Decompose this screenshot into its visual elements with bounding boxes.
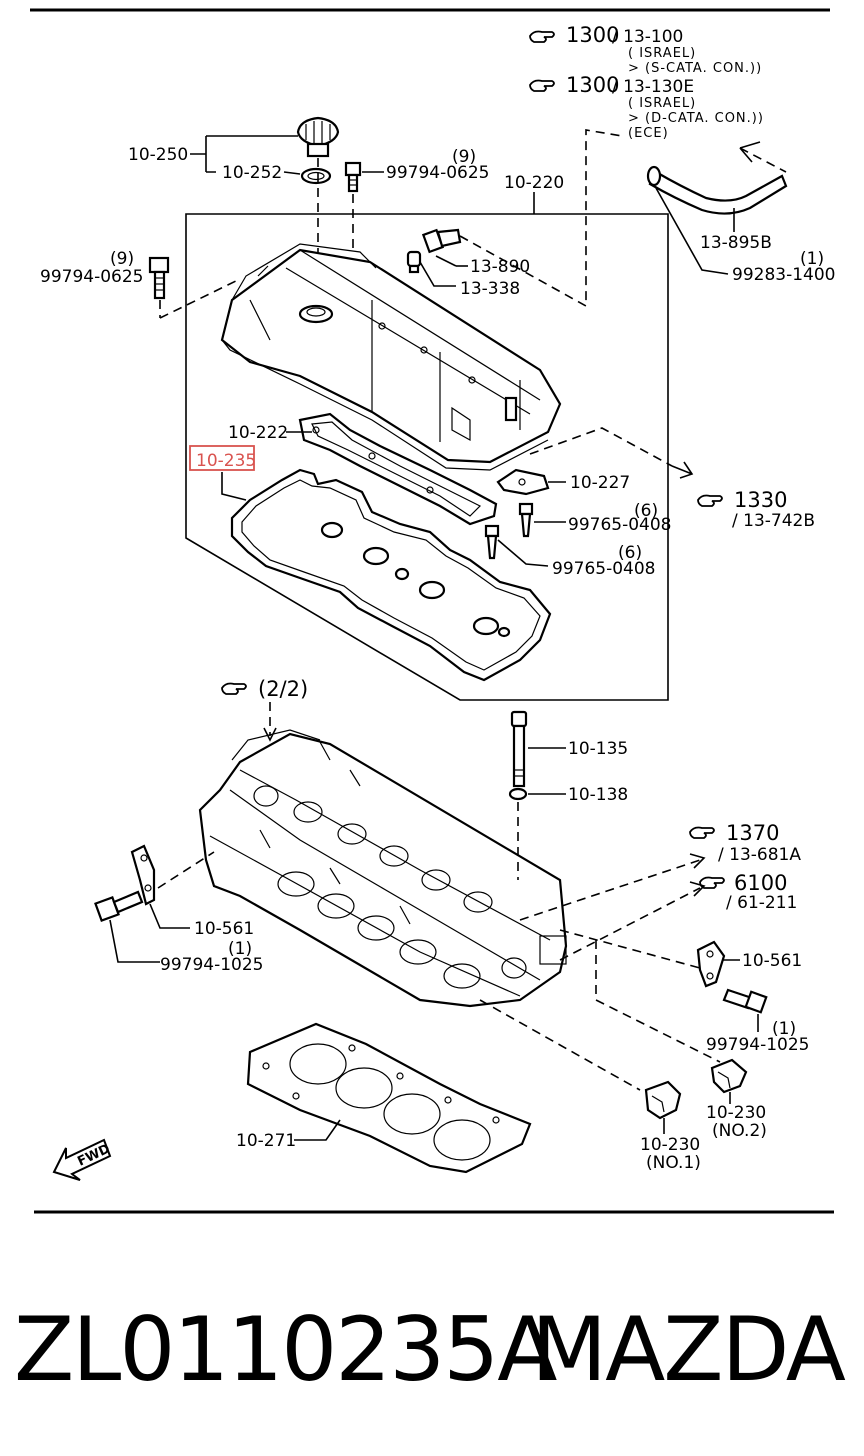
bolt-hanger-left [94,890,144,922]
part-number: ZL0110235A [14,1298,557,1401]
qty-9-top: (9) [452,147,476,167]
label-10-252: 10-252 [222,163,282,183]
label-13-895b: 13-895B [700,233,772,253]
pcv-valve [421,228,462,254]
pointer-icon [221,682,247,695]
screw-b [484,524,500,560]
ref-6100: 6100 [734,871,787,895]
label-13-338: 13-338 [460,279,520,299]
label-99794-0625-left: 99794-0625 [40,267,143,287]
ref-1300-b-code: / 13-130E [612,77,694,97]
ref-1300-a-code: / 13-100 [612,27,683,47]
label-no2: (NO.2) [712,1121,767,1141]
head-cover-gasket-10-235 [230,468,552,682]
label-10-227: 10-227 [570,473,630,493]
ref-1300-b-note-3: (ECE) [628,126,669,141]
qty-1-clip: (1) [800,249,824,269]
label-99794-0625-top: 99794-0625 [386,163,489,183]
qty-6-a: (6) [634,501,658,521]
brand-name: MAZDA [531,1298,846,1401]
ref-1300-b-note-2: > (D-CATA. CON.)) [628,111,764,126]
bearing-cap-no1 [644,1080,682,1120]
pointer-icon [529,30,555,43]
label-10-220: 10-220 [504,173,564,193]
oil-filler-cap [296,116,340,158]
ref-1330-code: / 13-742B [732,511,815,531]
label-10-271: 10-271 [236,1131,296,1151]
highlight-box [189,445,255,471]
engine-hanger-right [696,940,726,988]
ref-6100-code: / 61-211 [726,893,797,913]
ventilation-hose [646,165,788,215]
qty-9-left: (9) [110,249,134,269]
label-99765-0408-b: 99765-0408 [552,559,655,579]
label-99794-1025-right: 99794-1025 [706,1035,809,1055]
pointer-icon [689,826,715,839]
cylinder-head-cover [220,243,562,471]
label-no1: (NO.1) [646,1153,701,1173]
ref-2-2: (2/2) [258,677,308,701]
label-10-561-right: 10-561 [742,951,802,971]
head-gasket [246,1022,532,1174]
ref-1300-b: 1300 [566,73,619,97]
head-bolt [510,710,528,788]
ref-1370-code: / 13-681A [718,845,801,865]
bracket-10-227 [496,468,550,496]
bolt-left [148,256,170,300]
pointer-icon [529,79,555,92]
bearing-cap-no2 [710,1058,748,1094]
cylinder-head [198,729,568,1008]
label-99283-1400: 99283-1400 [732,265,835,285]
screw-a [518,502,534,538]
label-10-561-left: 10-561 [194,919,254,939]
label-13-890: 13-890 [470,257,530,277]
label-10-138: 10-138 [568,785,628,805]
ref-1370: 1370 [726,821,779,845]
qty-6-b: (6) [618,543,642,563]
ref-1300-a-note-1: ( ISRAEL) [628,46,696,61]
label-10-222: 10-222 [228,423,288,443]
label-99765-0408-a: 99765-0408 [568,515,671,535]
engine-hanger-left [130,844,156,906]
qty-1-right: (1) [772,1019,796,1039]
ref-1300-a-note-2: > (S-CATA. CON.)) [628,61,762,76]
grommet [406,250,422,274]
head-cover-gasket-10-222 [298,412,498,526]
bolt-top [344,161,362,193]
label-10-230-no2: 10-230 [706,1103,766,1123]
label-10-230-no1: 10-230 [640,1135,700,1155]
head-cover-frame [185,213,669,701]
forward-arrow-icon: FWD [52,1138,113,1181]
filler-cap-gasket [300,167,332,185]
qty-1-left: (1) [228,939,252,959]
bolt-hanger-right [722,988,768,1014]
ref-1330: 1330 [734,488,787,512]
pointer-icon [697,494,723,507]
footer: ZL0110235A MAZDA [0,1290,864,1410]
label-10-235: 10-235 [196,451,256,471]
label-99794-1025-left: 99794-1025 [160,955,263,975]
head-bolt-washer [508,787,528,801]
ref-1300-a: 1300 [566,23,619,47]
ref-1300-b-note-1: ( ISRAEL) [628,96,696,111]
label-10-250: 10-250 [128,145,188,165]
label-10-135: 10-135 [568,739,628,759]
